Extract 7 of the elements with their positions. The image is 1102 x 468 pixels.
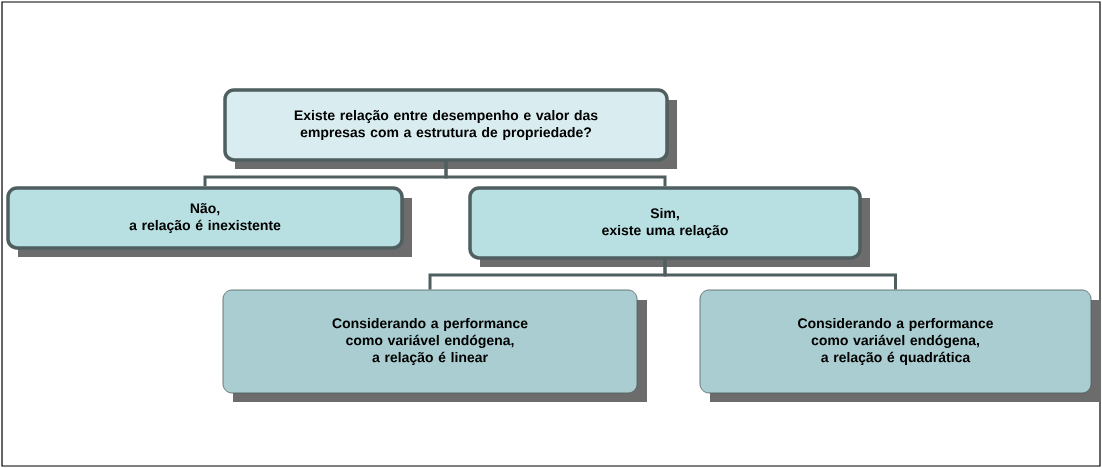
question-box: Existe relação entre desempenho e valor das empresas com a estrutura de propriedade? bbox=[223, 88, 677, 169]
answer-box: Não, a relação é inexistente bbox=[6, 186, 412, 257]
connector-line bbox=[663, 259, 897, 290]
result-box: Considerando a performance como variável endógena, a relação é linear bbox=[222, 289, 647, 402]
result-box: Considerando a performance como variável endógena, a relação é quadrática bbox=[699, 289, 1101, 402]
answer-box: Sim, existe uma relação bbox=[468, 186, 870, 267]
connector-line bbox=[444, 161, 667, 187]
